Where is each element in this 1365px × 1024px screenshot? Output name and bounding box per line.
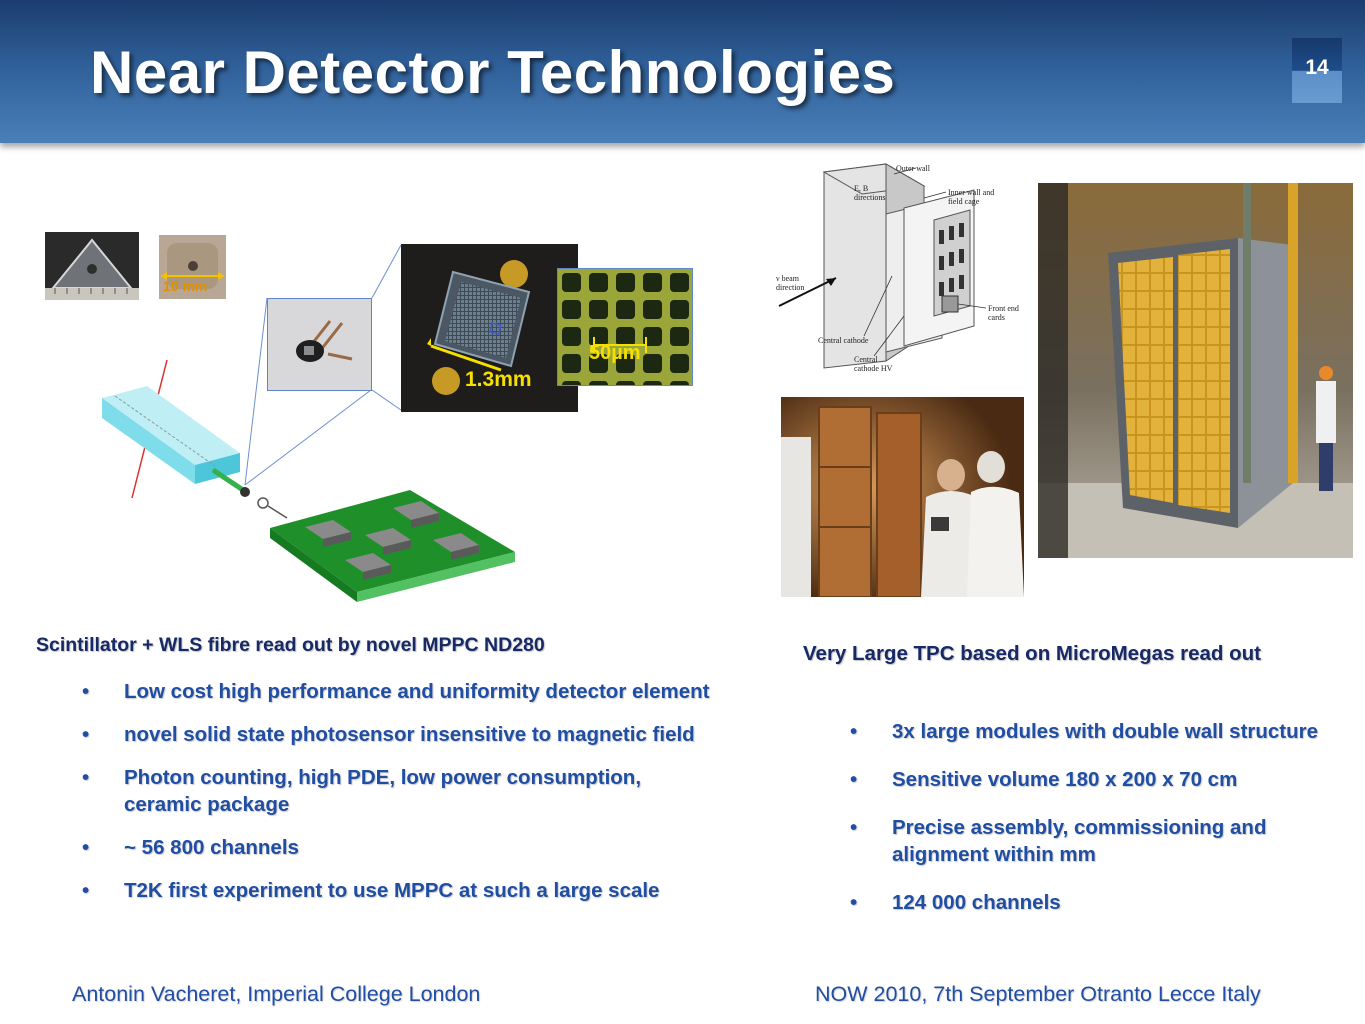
bullet-glyph: • bbox=[850, 768, 858, 791]
right-bullet-item: •124 000 channels bbox=[850, 891, 1061, 914]
left-bullet-item: •~ 56 800 channels bbox=[82, 836, 299, 859]
slide-title: Near Detector Technologies bbox=[90, 39, 896, 106]
left-bullet-item: •Low cost high performance and uniformit… bbox=[82, 680, 710, 703]
right-bullet-item: •3x large modules with double wall struc… bbox=[850, 720, 1319, 743]
label-central-cathode-hv: Central cathode HV bbox=[854, 355, 893, 373]
left-panel-heading: Scintillator + WLS fibre read out by nov… bbox=[36, 634, 545, 656]
bullet-glyph: • bbox=[82, 766, 90, 789]
footer-author: Antonin Vacheret, Imperial College Londo… bbox=[72, 982, 481, 1006]
left-bullet-item: •novel solid state photosensor insensiti… bbox=[82, 723, 695, 746]
label-1-3mm: 1.3mm bbox=[465, 368, 532, 391]
scintillator-readout-illustration bbox=[102, 244, 515, 602]
label-50um: 50µm bbox=[589, 342, 641, 364]
slide-number: 14 bbox=[1305, 56, 1329, 79]
scintillator-crosssection-photo bbox=[45, 232, 139, 300]
left-bullet-item: •T2K first experiment to use MPPC at suc… bbox=[82, 879, 660, 902]
label-front-end-cards: Front end cards bbox=[988, 304, 1019, 322]
mppc-package-photo: 10 mm bbox=[159, 235, 226, 299]
tpc-module-photo bbox=[1038, 183, 1353, 558]
label-10mm: 10 mm bbox=[163, 278, 208, 294]
right-bullet-list: •3x large modules with double wall struc… bbox=[850, 718, 1350, 937]
pixel-grid-micrograph: 50µm bbox=[557, 268, 693, 386]
right-panel-heading: Very Large TPC based on MicroMegas read … bbox=[803, 642, 1261, 665]
left-bullet-item: •Photon counting, high PDE, low power co… bbox=[82, 766, 642, 816]
label-inner-wall: Inner wall and field cage bbox=[948, 188, 995, 206]
label-beam-direction: ν beam direction bbox=[776, 274, 805, 292]
bullet-glyph: • bbox=[82, 680, 90, 703]
bullet-glyph: • bbox=[82, 723, 90, 746]
slide-header: Near Detector Technologies 14 bbox=[0, 0, 1365, 143]
label-eb-directions: E, B directions bbox=[854, 184, 886, 202]
slide-number-badge: 14 bbox=[1292, 38, 1342, 103]
tpc-schematic-diagram: Outer wall E, B directions Inner wall an… bbox=[774, 156, 1030, 378]
bullet-glyph: • bbox=[82, 836, 90, 859]
left-bullet-list: •Low cost high performance and uniformit… bbox=[82, 678, 722, 920]
right-bullet-item: •Sensitive volume 180 x 200 x 70 cm bbox=[850, 768, 1238, 791]
bullet-glyph: • bbox=[850, 891, 858, 914]
right-bullet-item: •Precise assembly, commissioning and ali… bbox=[850, 816, 1267, 866]
mppc-device-photo bbox=[267, 298, 372, 391]
cleanroom-photo bbox=[781, 397, 1024, 597]
bullet-glyph: • bbox=[82, 879, 90, 902]
bullet-glyph: • bbox=[850, 720, 858, 743]
bullet-glyph: • bbox=[850, 816, 858, 839]
mppc-chip-closeup-photo: 1.3mm bbox=[401, 244, 578, 412]
label-central-cathode: Central cathode bbox=[818, 336, 869, 345]
label-outer-wall: Outer wall bbox=[896, 164, 930, 173]
footer-event: NOW 2010, 7th September Otranto Lecce It… bbox=[815, 982, 1261, 1006]
